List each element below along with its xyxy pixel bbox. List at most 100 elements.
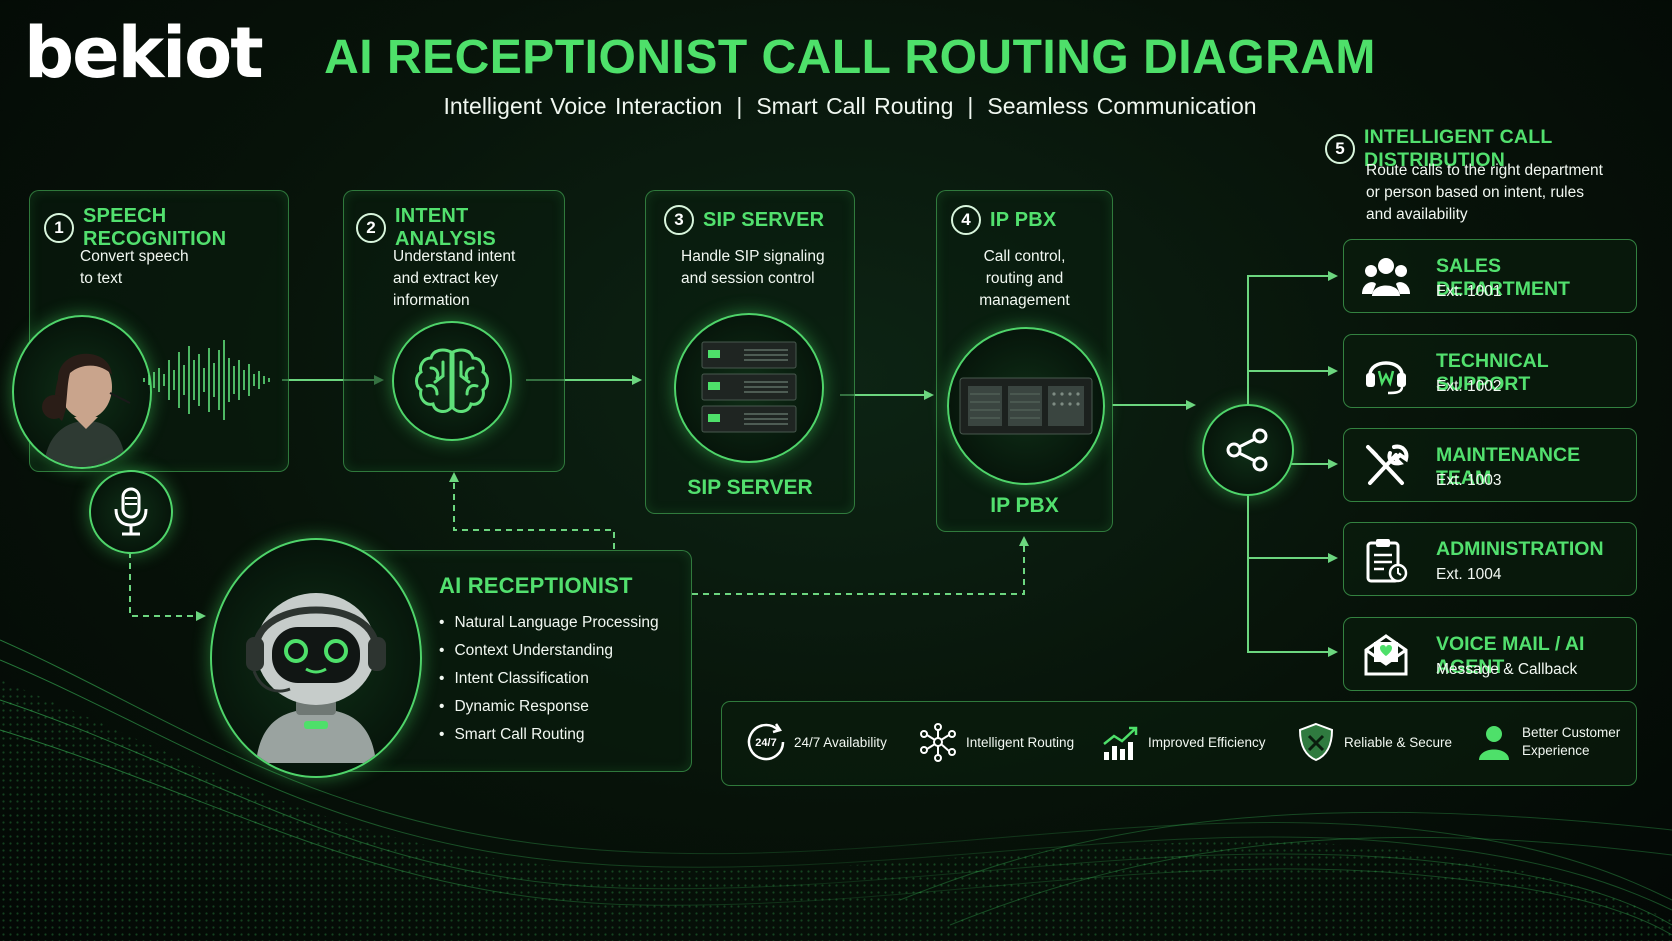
pbx-badge: [947, 327, 1105, 485]
caller-avatar: [12, 315, 152, 469]
sip-server-label: SIP SERVER: [687, 476, 813, 499]
dept-name: SALES DEPARTMENT: [1436, 255, 1570, 300]
woman-caller-icon: [42, 353, 131, 467]
benefit-badge-text: 24/7: [755, 737, 776, 749]
robot-avatar: [210, 538, 422, 778]
desc-line: to text: [80, 270, 123, 287]
benefit-label: Improved Efficiency: [1148, 734, 1266, 750]
dept-technical-support[interactable]: TECHNICAL SUPPORT Ext. 1002: [1343, 334, 1637, 408]
subtitle-routing: Smart Call Routing: [756, 93, 954, 119]
mail-icon: [1364, 634, 1408, 676]
dept-name: MAINTENANCE TEAM: [1436, 444, 1581, 489]
dept-voice-mail[interactable]: VOICE MAIL / AI AGENT Message & Callback: [1343, 617, 1637, 691]
dept-extension: Ext. 1001: [1436, 283, 1502, 300]
step-title: SPEECH RECOGNITION: [83, 205, 227, 250]
sound-wave-icon: [143, 340, 270, 420]
benefit-label-line: Experience: [1522, 743, 1590, 758]
ai-feature: Intent Classification: [439, 665, 659, 693]
step-number: 2: [356, 213, 386, 243]
ai-feature: Smart Call Routing: [439, 721, 659, 749]
step-description: Handle SIP signaling and session control: [681, 246, 825, 290]
ai-feature: Dynamic Response: [439, 693, 659, 721]
dept-extension: Ext. 1002: [1436, 378, 1502, 395]
desc-line: Handle SIP signaling: [681, 248, 825, 265]
distribution-hub: [1202, 404, 1294, 496]
step-title: IP PBX: [990, 208, 1057, 231]
step-number: 5: [1325, 134, 1355, 164]
subtitle-separator: |: [736, 93, 743, 119]
ip-pbx-label: IP PBX: [990, 494, 1059, 517]
clock-247-icon: 24/7: [747, 723, 785, 761]
network-icon: [920, 723, 956, 762]
step-title: SIP SERVER: [703, 208, 825, 231]
page-subtitle: Intelligent Voice Interaction | Smart Call…: [0, 93, 1672, 120]
benefits-bar: 24/7 24/7 Availability Intelligent Routi…: [721, 701, 1637, 786]
growth-chart-icon: [1103, 726, 1138, 760]
ip-pbx-card: 4 IP PBX Call control, routing and manag…: [936, 190, 1113, 532]
desc-line: Understand intent: [393, 248, 516, 265]
page-title: AI RECEPTIONIST CALL ROUTING DIAGRAM: [324, 31, 1376, 84]
tools-icon: [1366, 444, 1409, 485]
desc-line: management: [979, 292, 1070, 309]
desc-line: and session control: [681, 270, 815, 287]
step-number: 3: [664, 205, 694, 235]
benefit-label-line: Better Customer: [1522, 725, 1621, 740]
shield-icon: [1298, 722, 1334, 762]
desc-line: Call control,: [983, 248, 1066, 265]
desc-line: Route calls to the right department: [1366, 162, 1603, 179]
benefit-efficiency: Improved Efficiency: [1100, 722, 1266, 762]
distribution-header: 5 INTELLIGENT CALL DISTRIBUTION: [1325, 126, 1672, 172]
step-title: INTENT ANALYSIS: [395, 205, 496, 250]
benefit-label: Reliable & Secure: [1344, 734, 1453, 750]
brain-badge: [392, 321, 512, 441]
benefit-intelligent-routing: Intelligent Routing: [918, 722, 1074, 762]
user-icon: [1479, 726, 1509, 760]
subtitle-communication: Seamless Communication: [987, 93, 1257, 119]
subtitle-voice: Intelligent Voice Interaction: [443, 93, 723, 119]
benefit-label: Intelligent Routing: [966, 734, 1075, 750]
step-number: 4: [951, 205, 981, 235]
dept-extension: Ext. 1004: [1436, 566, 1502, 583]
step-description: Understand intent and extract key inform…: [393, 246, 515, 312]
benefit-label: 24/7 Availability: [794, 734, 887, 750]
ai-feature: Natural Language Processing: [439, 609, 658, 637]
dept-name: TECHNICAL SUPPORT: [1436, 350, 1549, 395]
benefit-customer-experience: Better Customer Experience: [1474, 722, 1620, 762]
dept-extension: Ext. 1003: [1436, 472, 1502, 489]
microphone-badge: [89, 470, 173, 554]
benefit-secure: Reliable & Secure: [1296, 722, 1452, 762]
dept-administration[interactable]: ADMINISTRATION Ext. 1004: [1343, 522, 1637, 596]
ai-feature-list: Natural Language Processing Context Unde…: [439, 609, 659, 749]
robot-icon: [246, 593, 386, 763]
headset-icon: [1366, 361, 1406, 395]
subtitle-separator: |: [967, 93, 974, 119]
brain-icon: [415, 348, 489, 413]
dept-extension: Message & Callback: [1436, 661, 1578, 678]
dept-sales[interactable]: SALES DEPARTMENT Ext. 1001: [1343, 239, 1637, 313]
dept-maintenance[interactable]: MAINTENANCE TEAM Ext. 1003: [1343, 428, 1637, 502]
distribution-description: Route calls to the right department or p…: [1366, 160, 1603, 226]
step-number: 1: [44, 213, 74, 243]
dept-name: ADMINISTRATION: [1436, 538, 1604, 560]
desc-line: information: [393, 292, 470, 309]
desc-line: and availability: [1366, 206, 1468, 223]
sip-server-card: 3 SIP SERVER Handle SIP signaling and se…: [645, 190, 855, 514]
desc-line: routing and: [985, 270, 1064, 287]
dept-name: VOICE MAIL / AI AGENT: [1436, 633, 1585, 678]
clipboard-icon: [1366, 539, 1408, 583]
share-icon: [1226, 428, 1268, 472]
server-rack-icon: [701, 341, 797, 433]
benefit-label: Better Customer Experience: [1522, 724, 1620, 760]
desc-line: and extract key: [393, 270, 499, 287]
desc-line: or person based on intent, rules: [1366, 184, 1584, 201]
step-title: INTELLIGENT CALL DISTRIBUTION: [1364, 126, 1553, 171]
desc-line: Convert speech: [80, 248, 189, 265]
ai-receptionist-title: AI RECEPTIONIST: [439, 573, 633, 598]
benefit-24-7: 24/7 24/7 Availability: [746, 722, 887, 762]
step-description: Convert speech to text: [80, 246, 189, 290]
pbx-device-icon: [959, 377, 1093, 435]
people-icon: [1362, 258, 1410, 296]
step-description: Call control, routing and management: [937, 246, 1112, 312]
server-badge: [674, 313, 824, 463]
